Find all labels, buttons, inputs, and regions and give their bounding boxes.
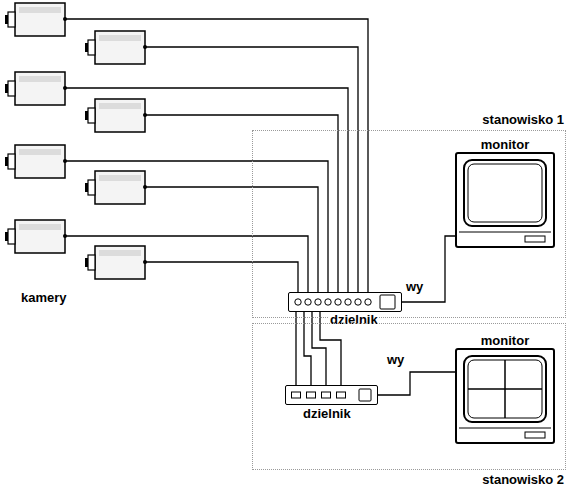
camera-wire: [145, 262, 298, 292]
camera-wire: [65, 19, 368, 292]
camera-wire: [65, 161, 328, 292]
camera: [85, 99, 147, 132]
node-label: stanowisko 1: [481, 112, 565, 127]
node-label: dzielnik: [302, 406, 352, 421]
output-jack: [359, 389, 371, 401]
monitor-panel: [459, 232, 551, 233]
group-label: kamery: [20, 290, 68, 305]
camera: [85, 171, 147, 204]
input-socket: [322, 392, 331, 398]
camera: [5, 145, 67, 178]
input-socket: [305, 299, 311, 305]
cable: [378, 372, 455, 395]
output-label: wy: [405, 279, 424, 294]
input-socket: [307, 392, 316, 398]
input-socket: [292, 392, 301, 398]
camera-wire: [65, 88, 348, 292]
screen-frame: [464, 356, 546, 422]
video-splitter: dzielnik: [288, 292, 402, 312]
input-socket: [335, 299, 341, 305]
camera-wire: [65, 236, 308, 292]
output-jack: [380, 295, 395, 309]
quad-split-line: [468, 388, 542, 390]
input-socket: [365, 299, 371, 305]
camera: [85, 246, 147, 279]
camera-wires: [65, 19, 368, 292]
video-splitter: dzielnik: [285, 385, 378, 405]
screen: [468, 164, 542, 222]
screen-frame: [464, 160, 546, 226]
camera: [5, 3, 67, 36]
node-label: stanowisko 2: [481, 472, 565, 487]
output-label: wy: [386, 352, 405, 367]
input-socket: [345, 299, 351, 305]
camera: [85, 31, 147, 64]
input-socket: [337, 392, 346, 398]
crt-monitor: monitor: [455, 152, 555, 248]
camera-wire: [145, 187, 318, 292]
cameras: [5, 3, 147, 279]
monitor-1-art: [459, 160, 551, 242]
cable: [402, 236, 455, 302]
workstation-region: stanowisko 2dzielnikmonitor: [252, 323, 566, 470]
camera: [5, 220, 67, 253]
node-label: monitor: [480, 137, 530, 152]
monitor-controls: [525, 236, 545, 242]
node-label: monitor: [480, 333, 530, 348]
input-socket: [355, 299, 361, 305]
node-label: dzielnik: [329, 312, 379, 327]
input-socket: [315, 299, 321, 305]
input-socket: [325, 299, 331, 305]
camera-wire: [145, 115, 338, 292]
screen: [468, 360, 542, 418]
input-socket: [295, 299, 301, 305]
crt-monitor: monitor: [455, 348, 555, 444]
camera: [5, 72, 67, 105]
monitor-2-art: [459, 356, 551, 438]
monitor-panel: [459, 428, 551, 429]
monitor-controls: [525, 432, 545, 438]
